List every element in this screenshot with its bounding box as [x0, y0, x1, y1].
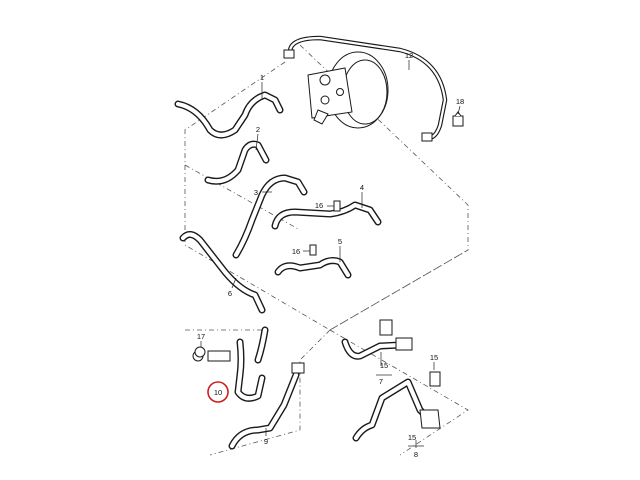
callout-2: 2: [256, 125, 260, 134]
callout-10: 10: [214, 388, 222, 397]
hose-3: [232, 174, 308, 259]
callout-3: 3: [254, 188, 258, 197]
callout-1: 1: [260, 73, 264, 82]
brake-pipe-12: [283, 35, 448, 142]
assembly-frame: [184, 44, 469, 456]
hose-1: [174, 91, 284, 139]
hose-7: [341, 319, 413, 360]
callout-8: 8: [414, 450, 418, 459]
clip-17: [194, 346, 206, 358]
callout-15-hose8: 15: [408, 433, 416, 442]
brake-booster: [307, 51, 389, 129]
hose-10: [192, 326, 269, 402]
callout-15-valve: 15: [430, 353, 438, 362]
callout-16-upper: 16: [315, 201, 323, 210]
callout-17: 17: [197, 332, 205, 341]
clip-18: [452, 111, 464, 127]
callout-9: 9: [264, 437, 268, 446]
callout-12: 12: [405, 51, 413, 60]
callout-4: 4: [360, 183, 364, 192]
callout-5: 5: [338, 237, 342, 246]
highlight-circle: [207, 381, 229, 403]
hose-2: [204, 140, 270, 185]
hose-8: [352, 378, 441, 442]
hose-6: [179, 231, 266, 314]
callout-7: 7: [379, 377, 383, 386]
callout-18: 18: [456, 97, 464, 106]
hose-4: [271, 201, 382, 230]
callout-16-lower: 16: [292, 247, 300, 256]
callout-6: 6: [228, 289, 232, 298]
hose-9: [228, 362, 305, 450]
callout-15-hose7: 15: [380, 361, 388, 370]
leader-lines: [200, 60, 461, 448]
valve-15: [429, 371, 441, 387]
hose-5: [274, 257, 352, 279]
